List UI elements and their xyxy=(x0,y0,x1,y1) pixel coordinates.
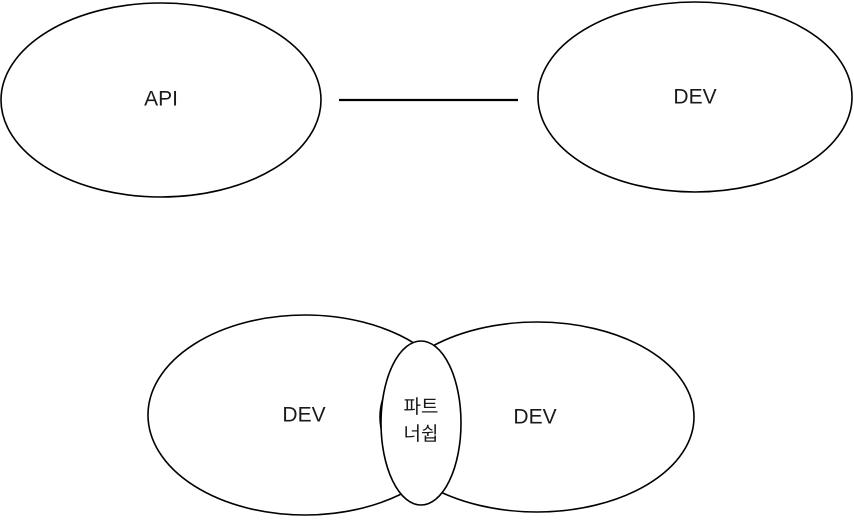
node-partnership-ellipse[interactable] xyxy=(380,340,462,506)
node-dev-top-ellipse[interactable] xyxy=(537,1,853,193)
node-dev-right-label: DEV xyxy=(513,406,556,429)
node-partnership-label-line1: 파트 xyxy=(404,396,439,418)
node-dev-right-ellipse[interactable] xyxy=(379,321,695,513)
node-api-label: API xyxy=(144,88,178,111)
node-api[interactable]: API xyxy=(0,2,322,198)
node-partnership-label-line2: 너쉽 xyxy=(404,423,439,445)
node-dev-top-label: DEV xyxy=(673,86,716,109)
node-api-ellipse[interactable] xyxy=(0,2,322,198)
node-dev-right[interactable] xyxy=(379,321,695,513)
bottom-row-group: 파트 너쉽 DEV DEV xyxy=(147,314,695,516)
top-row-group: API DEV xyxy=(0,1,853,198)
node-partnership-intersection[interactable]: 파트 너쉽 xyxy=(380,340,462,506)
node-dev-top[interactable]: DEV xyxy=(537,1,853,193)
node-dev-left-label: DEV xyxy=(282,404,325,427)
